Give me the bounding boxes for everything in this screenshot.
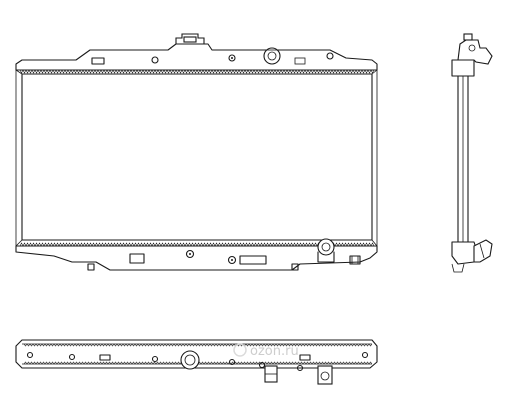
bottom-view: [15, 339, 378, 385]
side-view: [451, 33, 493, 273]
bottom-view-outlet-pipe: [264, 365, 278, 383]
bottom-view-fins: [23, 343, 373, 365]
lower-hose-outlet: [317, 238, 335, 263]
mount-hole: [151, 56, 159, 64]
front-view: [15, 33, 378, 271]
bottom-view-hole: [258, 361, 266, 369]
drain-plug: [349, 255, 361, 265]
top-bracket: [91, 57, 105, 65]
mount-hole: [326, 52, 334, 60]
top-tank: [15, 43, 378, 71]
bottom-view-filler-neck: [180, 350, 200, 370]
watermark-text: ozon.ru: [250, 344, 299, 359]
radiator-cap: [175, 33, 205, 45]
side-bottom-tank: [451, 241, 477, 265]
bottom-label-plate: [239, 255, 267, 265]
mount-hole: [185, 249, 195, 259]
side-outlet: [473, 239, 493, 263]
upper-hose-inlet: [263, 47, 281, 65]
radiator-core: [21, 73, 373, 241]
bottom-view-hole: [68, 353, 76, 361]
side-top-tank: [451, 59, 475, 77]
bottom-view-hole: [361, 351, 369, 359]
bottom-view-hole: [151, 355, 159, 363]
top-header-fins: [19, 69, 375, 74]
watermark-logo: ozon.ru: [233, 343, 299, 359]
side-cap: [457, 39, 493, 65]
mount-hole: [227, 255, 237, 265]
bottom-bracket: [129, 253, 145, 264]
bottom-view-hole: [296, 364, 304, 372]
bottom-view-drain: [317, 365, 333, 385]
bottom-view-outline: [15, 339, 378, 369]
mount-hole: [228, 54, 236, 62]
bottom-view-hole: [228, 358, 236, 366]
bottom-view-hole: [26, 351, 34, 359]
bottom-view-holes: [26, 351, 369, 372]
